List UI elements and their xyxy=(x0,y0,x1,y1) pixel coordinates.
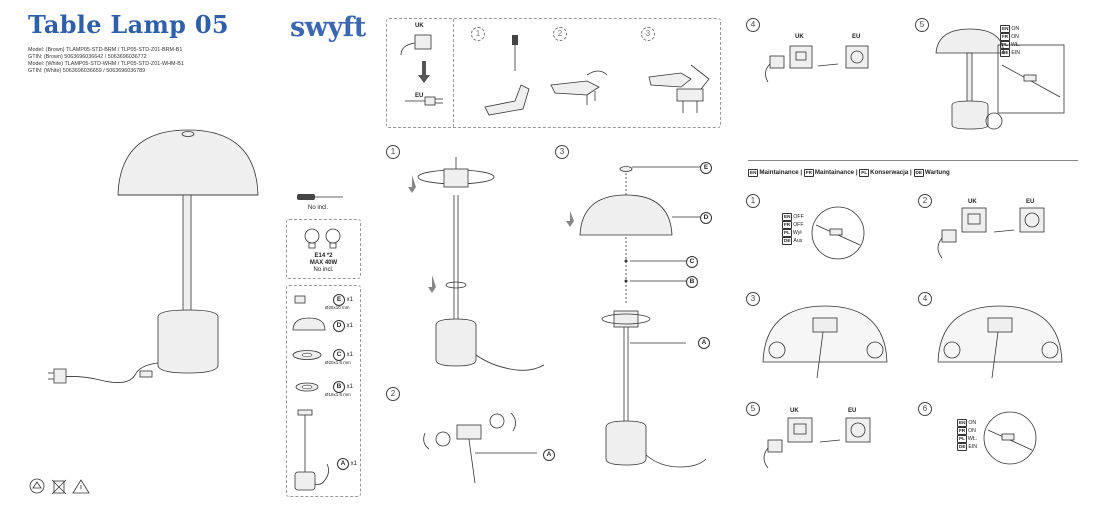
meta-line: Model: (Brown) TLAMP05-STD-BRM / TLP05-S… xyxy=(28,47,183,53)
step-4-uk: UK xyxy=(795,34,804,40)
maintenance-step-6: 6 xyxy=(918,402,932,416)
plug-step-1: 1 xyxy=(471,27,485,41)
assembly-step-3: 3 xyxy=(555,145,569,159)
assembly-step-2-illustration xyxy=(423,412,537,484)
bulb-note: No incl. xyxy=(313,267,334,273)
compliance-icons xyxy=(28,478,90,495)
plug-conversion-box: UK EU 1 2 3 xyxy=(386,18,721,128)
product-title: Table Lamp 05 xyxy=(28,10,229,39)
maint-5-uk: UK xyxy=(790,408,799,414)
maint-2-eu: EU xyxy=(1026,199,1035,205)
maintenance-bulb-change-illustration xyxy=(762,305,888,379)
assembly-step-1-illustration xyxy=(408,157,545,371)
plug-step-3: 3 xyxy=(641,27,655,41)
label-a: A xyxy=(543,449,555,461)
model-info: Model: (Brown) TLAMP05-STD-BRM / TLP05-S… xyxy=(28,47,184,75)
label-a-step3: A xyxy=(698,337,710,349)
step-5: 5 xyxy=(915,18,929,32)
part-c: C x1 xyxy=(333,349,353,361)
meta-line: GTIN: (Brown) 5063696036642 / 5063696036… xyxy=(28,54,147,61)
assembly-step-1: 1 xyxy=(386,145,400,159)
screwdriver-icon xyxy=(297,194,343,200)
section-divider xyxy=(748,160,1078,161)
step-4: 4 xyxy=(746,18,760,32)
part-c-dim: Ø20x1.5 mm xyxy=(325,360,351,365)
meta-line: Model: (White) TLAMP05-STD-WHM / TLP05-S… xyxy=(28,61,184,68)
bulb-box: E14 *2 MAX 40W No incl. xyxy=(286,219,361,279)
plug-step-2-illustration xyxy=(550,70,608,105)
assembly-step-2: 2 xyxy=(386,387,400,401)
step-4-eu: EU xyxy=(852,34,861,40)
bulb-spec: E14 *2 xyxy=(314,253,333,259)
part-e: E x1 xyxy=(333,294,353,306)
parts-box: E x1 Ø25x10 mm D x1 C x1 Ø20x1.5 mm B x1… xyxy=(286,285,361,497)
power-cable xyxy=(59,362,159,383)
maintenance-bulb-refit-illustration xyxy=(937,305,1063,379)
label-b: B xyxy=(686,276,698,288)
step-4-plug-socket-illustration xyxy=(765,45,869,83)
inline-switch xyxy=(139,370,153,378)
maintenance-step-3: 3 xyxy=(746,292,760,306)
maintenance-step-2: 2 xyxy=(918,194,932,208)
maintenance-step-4: 4 xyxy=(918,292,932,306)
maintenance-step-5: 5 xyxy=(746,402,760,416)
screwdriver-note: No incl. xyxy=(308,205,329,211)
plug-step-3-illustration xyxy=(648,64,710,113)
brand-logo: swyft xyxy=(290,12,366,43)
lamp-shade xyxy=(117,129,259,196)
bulb-max: MAX 40W xyxy=(309,260,338,266)
part-b: B x1 xyxy=(333,381,353,393)
part-a: A x1 xyxy=(337,458,357,470)
weee-bin-icon xyxy=(51,479,67,495)
plug-step-1-illustration xyxy=(484,35,530,116)
shade-cap xyxy=(181,131,195,137)
step-5-lamp-switch-illustration xyxy=(935,28,1065,130)
maintenance-replug-illustration xyxy=(763,417,871,469)
meta-line: GTIN: (White) 5063696036659 / 5063696036… xyxy=(28,68,146,75)
maintenance-switch-on-icon xyxy=(983,411,1037,465)
label-c: C xyxy=(686,256,698,268)
part-e-dim: Ø25x10 mm xyxy=(325,305,350,310)
lamp-stem xyxy=(182,194,192,316)
lamp-base xyxy=(157,309,219,374)
plug-uk-label: UK xyxy=(415,23,424,29)
maint-2-uk: UK xyxy=(968,199,977,205)
label-d: D xyxy=(700,212,712,224)
lamp-illustration xyxy=(48,129,259,384)
part-a-icon xyxy=(294,409,329,491)
maintenance-unplug-illustration xyxy=(937,207,1045,259)
maintenance-step-1: 1 xyxy=(746,194,760,208)
part-d-icon xyxy=(292,317,326,331)
assembly-step-3-illustration xyxy=(566,166,707,468)
maint-5-eu: EU xyxy=(848,408,857,414)
recycle-icon xyxy=(29,478,45,494)
part-c-icon xyxy=(292,350,322,360)
part-d: D x1 xyxy=(333,320,353,332)
uk-plug xyxy=(53,368,67,384)
bulb-icon xyxy=(304,228,341,249)
part-b-dim: Ø16x1.5 mm xyxy=(325,392,351,397)
warning-triangle-icon xyxy=(72,479,90,494)
label-e: E xyxy=(700,162,712,174)
maintenance-switch-off-icon xyxy=(811,206,865,260)
part-b-icon xyxy=(295,382,319,392)
plug-eu-label: EU xyxy=(415,93,424,99)
part-e-icon xyxy=(294,295,306,304)
plug-step-2: 2 xyxy=(553,27,567,41)
plug-convert-illustration xyxy=(400,34,443,106)
